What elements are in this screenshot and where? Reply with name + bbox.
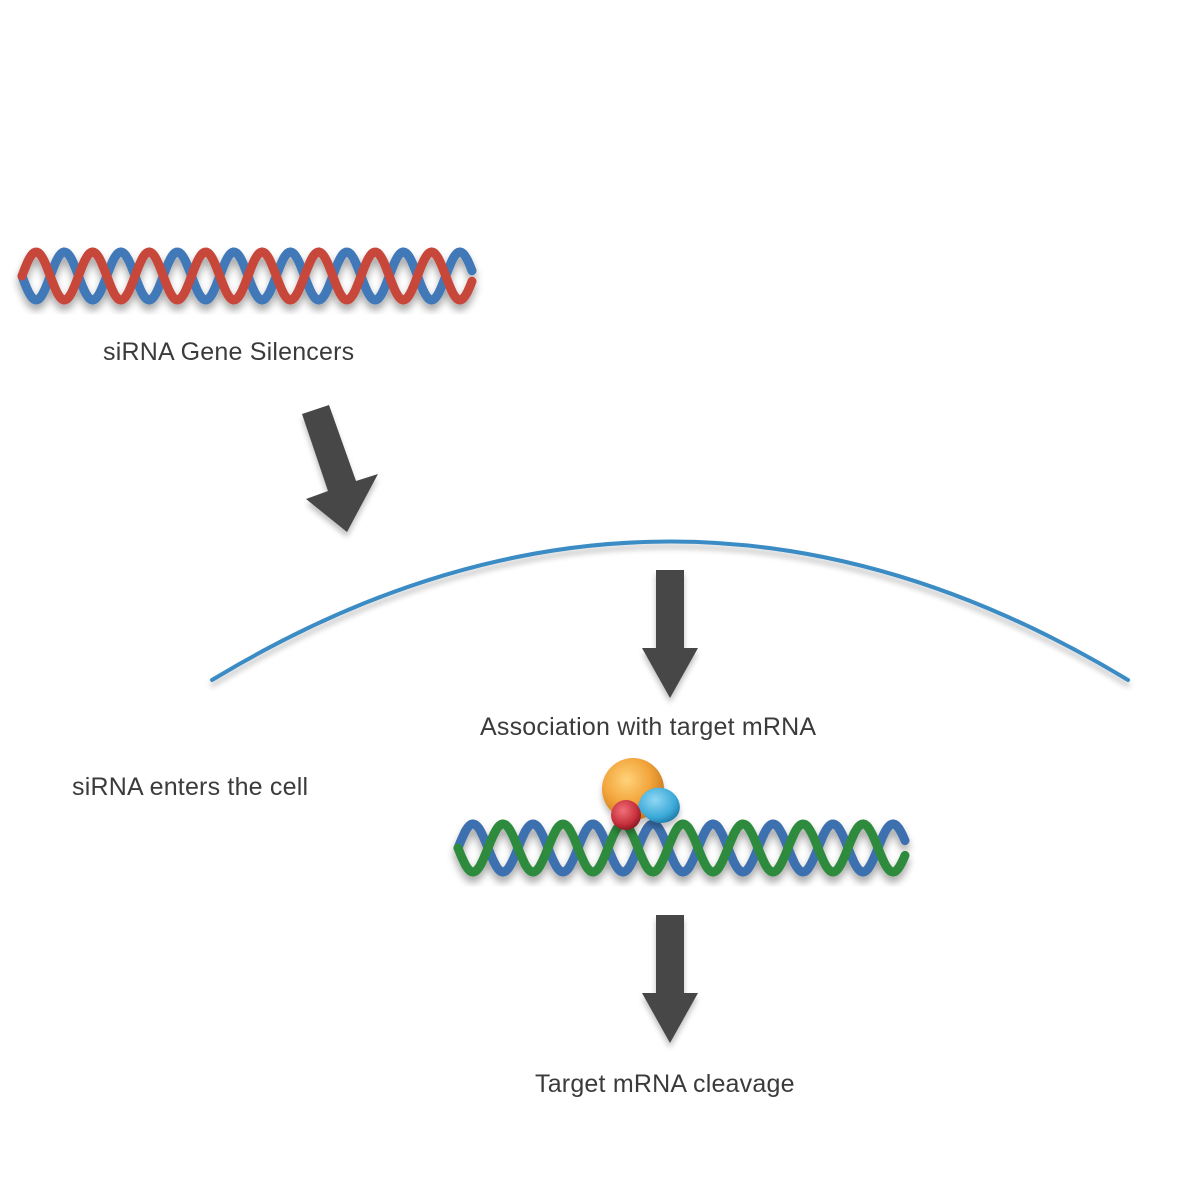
cleavage-label: Target mRNA cleavage	[535, 1070, 795, 1098]
cell-membrane	[210, 539, 1130, 682]
mrna-strand-green	[453, 819, 910, 877]
arrow-icon	[642, 570, 698, 698]
mrna-strand-blue	[453, 819, 910, 877]
arrow-icon	[302, 405, 378, 532]
arrow-icon	[642, 915, 698, 1043]
sirna-double-helix-icon	[17, 247, 477, 305]
target-mrna-helix-icon	[453, 819, 910, 877]
sirna-gene-silencers-label: siRNA Gene Silencers	[103, 338, 355, 366]
association-label: Association with target mRNA	[480, 713, 817, 741]
protein-complex-icon	[602, 758, 680, 830]
sirna-strand-red	[17, 247, 477, 305]
sirna-enters-cell-label: siRNA enters the cell	[72, 773, 309, 801]
